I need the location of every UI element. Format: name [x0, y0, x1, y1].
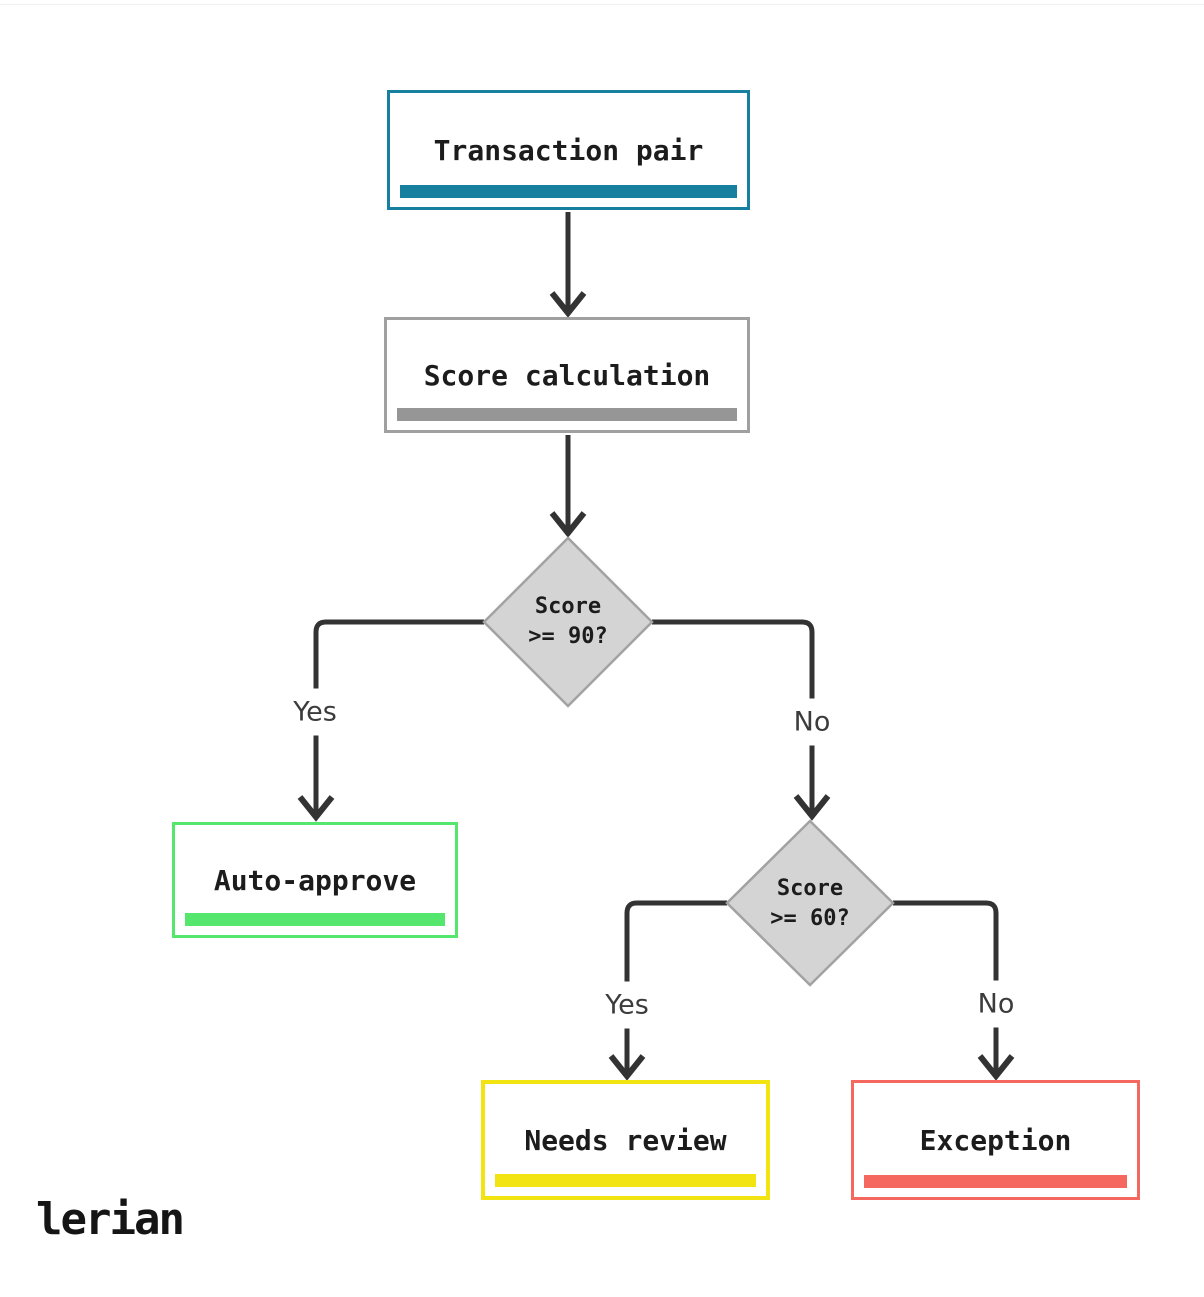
arrowhead-icon: [297, 795, 335, 822]
node-accent-bar: [185, 913, 445, 926]
edge-decision60-yes: [624, 900, 727, 1074]
node-exception: Exception: [851, 1080, 1140, 1200]
node-label: Needs review: [524, 1123, 727, 1157]
node-label: Exception: [919, 1123, 1072, 1157]
edge-label-yes: Yes: [288, 688, 342, 736]
edge-label-no: No: [788, 698, 836, 746]
decision-label-line2: >= 90?: [528, 624, 608, 649]
node-transaction-pair: Transaction pair: [387, 90, 750, 210]
edge-label-yes: Yes: [600, 981, 654, 1029]
edge-decision90-no: [652, 619, 815, 814]
node-accent-bar: [495, 1174, 756, 1187]
decision-diamond-score-90: [482, 536, 654, 708]
decision-label-line2: >= 60?: [770, 906, 850, 931]
decision-label-score-60: Score >= 60?: [770, 874, 849, 934]
arrowhead-icon: [608, 1054, 646, 1081]
arrowhead-icon: [549, 511, 587, 538]
decision-label-score-90: Score >= 90?: [528, 592, 607, 652]
node-accent-bar: [864, 1175, 1127, 1188]
node-label: Auto-approve: [213, 863, 417, 897]
node-score-calculation: Score calculation: [384, 317, 750, 433]
node-accent-bar: [397, 408, 737, 421]
edge-decision90-yes: [313, 619, 484, 815]
arrowhead-icon: [549, 291, 587, 318]
edge-decision60-no: [893, 900, 999, 1074]
node-label: Transaction pair: [433, 133, 704, 167]
node-needs-review: Needs review: [481, 1080, 770, 1200]
decision-label-line1: Score: [776, 876, 844, 901]
decision-label-line1: Score: [534, 594, 602, 619]
node-auto-approve: Auto-approve: [172, 822, 458, 938]
arrowhead-icon: [977, 1054, 1015, 1081]
node-label: Score calculation: [423, 358, 711, 392]
node-accent-bar: [400, 185, 737, 198]
decision-diamond-score-60: [725, 819, 895, 987]
arrowhead-icon: [793, 794, 831, 821]
lerian-logo: lerian: [36, 1194, 185, 1245]
top-divider: [0, 4, 1204, 5]
edge-label-no: No: [972, 980, 1020, 1028]
